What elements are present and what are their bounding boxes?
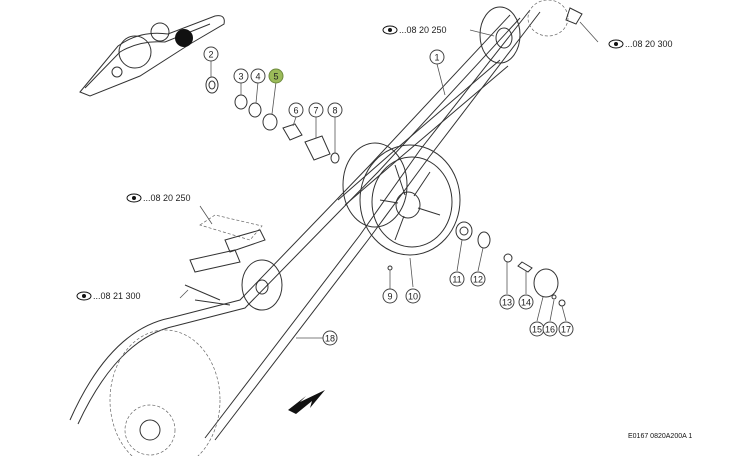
callout-16[interactable]: 16	[542, 321, 558, 337]
callout-label: 13	[502, 298, 512, 308]
callout-18[interactable]: 18	[322, 330, 338, 346]
callout-11[interactable]: 11	[449, 271, 465, 287]
hardware-parts	[205, 76, 566, 307]
callout-circle	[405, 288, 421, 304]
callout-circle	[327, 102, 343, 118]
reference-text: ...08 21 300	[93, 291, 141, 301]
callout-14[interactable]: 14	[518, 294, 534, 310]
part-5-ring	[262, 113, 278, 131]
callout-circle	[429, 49, 445, 65]
callout-circle	[288, 102, 304, 118]
callout-circle	[268, 68, 284, 84]
callout-circle	[322, 330, 338, 346]
part-15-cover	[533, 268, 559, 298]
callout-label: 6	[293, 106, 298, 116]
callout-label: 5	[273, 72, 278, 82]
callout-label: 4	[255, 72, 260, 82]
part-17-nut	[558, 299, 566, 307]
part-7-sleeve	[304, 135, 331, 161]
callout-circle	[203, 46, 219, 62]
callout-circle	[449, 271, 465, 287]
callout-7[interactable]: 7	[308, 102, 324, 118]
reference-text: ...08 20 250	[399, 25, 447, 35]
callout-circle	[382, 288, 398, 304]
part-4-ring	[248, 102, 262, 118]
callout-1[interactable]: 1	[429, 49, 445, 65]
overview-position-marker	[175, 29, 193, 47]
callout-4[interactable]: 4	[250, 68, 266, 84]
reference-left[interactable]: ...08 21 300	[76, 291, 141, 301]
part-13-washer	[503, 253, 513, 263]
reference-mid-left[interactable]: ...08 20 250	[126, 193, 191, 203]
callout-label: 10	[408, 292, 418, 302]
direction-arrow-icon	[288, 390, 325, 414]
callout-label: 17	[561, 325, 571, 335]
upper-right-pulley	[479, 0, 583, 64]
callout-6[interactable]: 6	[288, 102, 304, 118]
part-3-ring	[234, 94, 248, 110]
reference-text: ...08 20 250	[143, 193, 191, 203]
main-pulley	[342, 142, 461, 256]
callout-2[interactable]: 2	[203, 46, 219, 62]
leader-lines	[179, 21, 599, 339]
part-16-screw	[551, 294, 557, 300]
callout-5[interactable]: 5	[268, 68, 284, 84]
reference-text: ...08 20 300	[625, 39, 673, 49]
drawing-code: E0167 0820A200A 1	[628, 433, 692, 440]
callout-label: 15	[532, 325, 542, 335]
callout-circle	[499, 294, 515, 310]
callout-circle	[518, 294, 534, 310]
callout-13[interactable]: 13	[499, 294, 515, 310]
callout-12[interactable]: 12	[470, 271, 486, 287]
part-9-ball	[387, 265, 393, 271]
callout-3[interactable]: 3	[233, 68, 249, 84]
callout-circle	[250, 68, 266, 84]
callout-label: 16	[545, 325, 555, 335]
part-8-washer	[330, 152, 340, 164]
part-2-seal	[205, 76, 219, 94]
callout-label: 2	[208, 50, 213, 60]
reference-top[interactable]: ...08 20 250	[382, 25, 447, 35]
callout-label: 1	[434, 53, 439, 63]
callout-circle	[308, 102, 324, 118]
overview-thumbnail	[79, 15, 225, 97]
callout-8[interactable]: 8	[327, 102, 343, 118]
callout-label: 8	[332, 106, 337, 116]
belts	[69, 9, 541, 441]
callout-label: 18	[325, 334, 335, 344]
callout-17[interactable]: 17	[558, 321, 574, 337]
callout-label: 11	[452, 275, 461, 285]
callout-circle	[542, 321, 558, 337]
callout-10[interactable]: 10	[405, 288, 421, 304]
callout-9[interactable]: 9	[382, 288, 398, 304]
reference-top-right[interactable]: ...08 20 300	[608, 39, 673, 49]
tensioner-assembly	[184, 214, 283, 311]
callout-circle	[233, 68, 249, 84]
callout-label: 12	[473, 275, 483, 285]
callout-circle	[558, 321, 574, 337]
callout-label: 7	[313, 106, 318, 116]
part-6-bushing	[282, 123, 303, 141]
part-11-bearing	[455, 221, 473, 241]
lower-left-pulley	[109, 329, 221, 456]
part-12-circlip	[477, 231, 491, 249]
callout-label: 14	[521, 298, 531, 308]
callout-15[interactable]: 15	[529, 321, 545, 337]
callout-label: 9	[387, 292, 392, 302]
part-14-bolt	[517, 261, 533, 273]
callout-label: 3	[238, 72, 243, 82]
callout-circle	[470, 271, 486, 287]
